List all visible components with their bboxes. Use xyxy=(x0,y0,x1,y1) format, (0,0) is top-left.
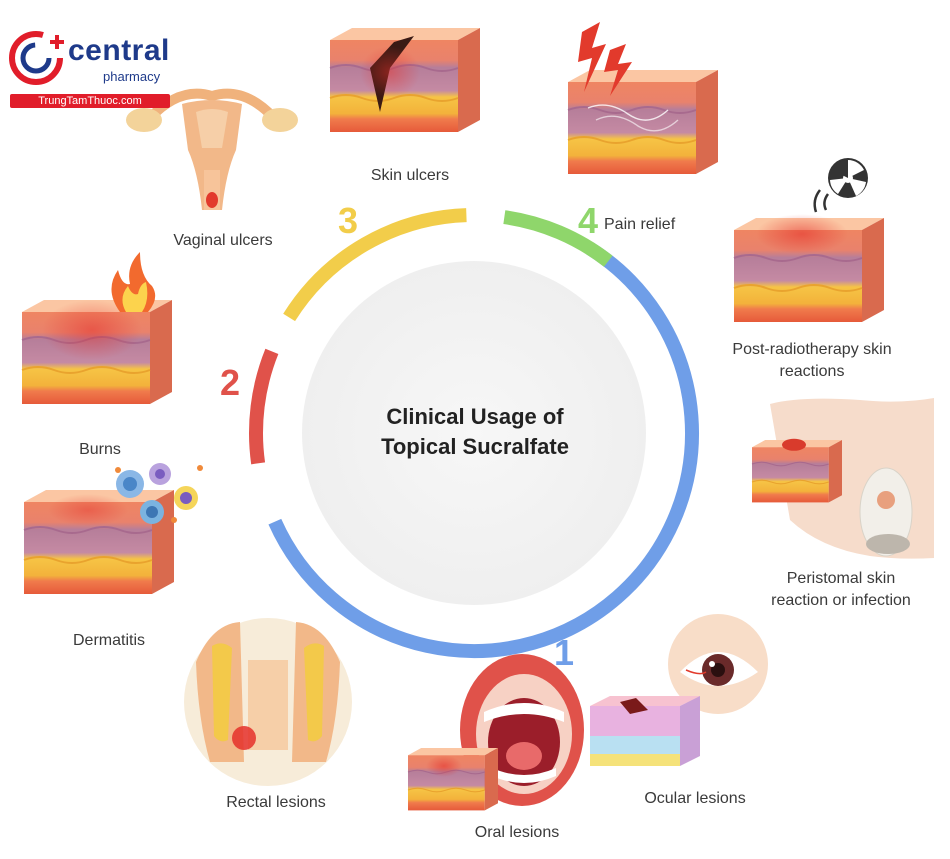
brand-name[interactable]: central xyxy=(68,34,170,67)
rectum-icon xyxy=(184,618,352,786)
skin-block-icon xyxy=(407,747,499,812)
label-vaginal-ulcers: Vaginal ulcers xyxy=(173,232,273,249)
uterus-icon xyxy=(126,88,298,210)
skin-block-icon xyxy=(23,489,175,595)
label-peristomal-line2: reaction or infection xyxy=(771,592,911,609)
brand-site[interactable]: TrungTamThuoc.com xyxy=(10,94,170,108)
label-post-radiotherapy-line2: reactions xyxy=(779,363,845,380)
group-number-2: 2 xyxy=(220,362,241,403)
label-skin-ulcers: Skin ulcers xyxy=(370,167,450,184)
group-number-3: 3 xyxy=(338,200,359,241)
brand-subtitle: pharmacy xyxy=(103,69,161,84)
label-post-radiotherapy-line1: Post-radiotherapy skin xyxy=(732,341,892,358)
center-title-line2: Topical Sucralfate xyxy=(381,434,569,459)
logo-icon xyxy=(9,31,64,85)
cells-icon xyxy=(115,463,203,524)
label-peristomal-line1: Peristomal skin xyxy=(786,570,896,587)
label-peristomal: Peristomal skin reaction or infection xyxy=(746,568,936,612)
center-title-line1: Clinical Usage of xyxy=(386,404,564,429)
skin-block-icon xyxy=(567,69,719,175)
fire-icon xyxy=(111,252,156,312)
ring-segment-4 xyxy=(503,210,613,267)
ring-segment-3 xyxy=(283,208,467,322)
ring-segment-1 xyxy=(268,242,699,658)
center-title: Clinical Usage of Topical Sucralfate xyxy=(330,402,620,462)
label-oral-lesions: Oral lesions xyxy=(474,824,560,841)
skin-block-icon xyxy=(329,27,481,133)
label-rectal-lesions: Rectal lesions xyxy=(226,794,326,811)
ocular-tissue-block xyxy=(590,696,700,766)
lightning-icon xyxy=(578,22,632,96)
label-dermatitis: Dermatitis xyxy=(72,632,145,649)
label-pain-relief: Pain relief xyxy=(604,216,676,233)
center-disk xyxy=(302,261,646,605)
label-post-radiotherapy: Post-radiotherapy skin reactions xyxy=(712,339,912,383)
skin-block-icon xyxy=(21,299,173,405)
group-number-1: 1 xyxy=(554,632,575,673)
label-burns: Burns xyxy=(79,441,121,458)
skin-block-icon xyxy=(733,214,885,323)
group-number-4: 4 xyxy=(578,200,599,241)
label-ocular-lesions: Ocular lesions xyxy=(644,790,746,807)
skin-block-icon xyxy=(751,438,843,503)
abdomen-stoma-icon xyxy=(770,398,934,559)
eye-icon xyxy=(668,614,768,714)
radiation-icon xyxy=(813,158,868,213)
ring-segment-2 xyxy=(249,348,279,465)
